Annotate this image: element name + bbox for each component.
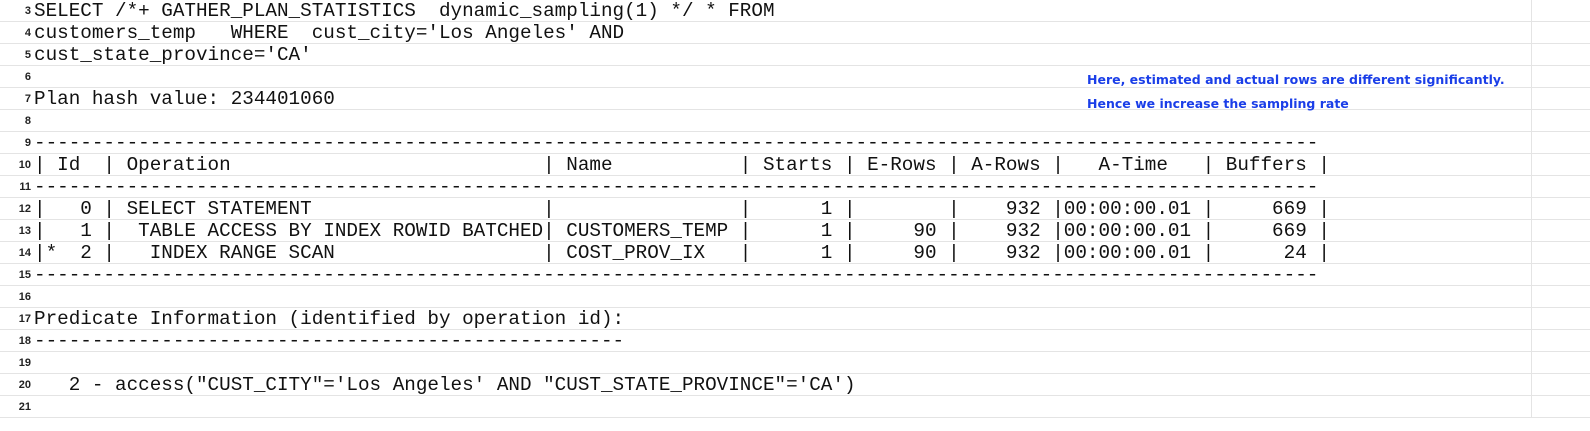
sheet-row[interactable]: 4 customers_temp WHERE cust_city='Los An…	[0, 22, 1590, 44]
row-number: 11	[19, 181, 31, 193]
row-number: 20	[18, 379, 31, 391]
sheet-row[interactable]: 17 Predicate Information (identified by …	[0, 308, 1590, 330]
cell[interactable]	[0, 88, 1532, 109]
plan-row: | 1 | TABLE ACCESS BY INDEX ROWID BATCHE…	[34, 220, 1330, 242]
cell[interactable]	[0, 330, 1532, 351]
sheet-row[interactable]: 8	[0, 110, 1590, 132]
plan-row: | 0 | SELECT STATEMENT | | 1 | | 932 |00…	[34, 198, 1330, 220]
sheet-row[interactable]: 13 | 1 | TABLE ACCESS BY INDEX ROWID BAT…	[0, 220, 1590, 242]
predicate-separator: ----------------------------------------…	[34, 330, 625, 352]
sheet-row[interactable]: 10 | Id | Operation | Name | Starts | E-…	[0, 154, 1590, 176]
sheet-row[interactable]: 12 | 0 | SELECT STATEMENT | | 1 | | 932 …	[0, 198, 1590, 220]
row-number: 16	[18, 291, 31, 303]
cell[interactable]	[0, 242, 1532, 263]
sheet-row[interactable]: 15 -------------------------------------…	[0, 264, 1590, 286]
predicate-title: Predicate Information (identified by ope…	[34, 308, 625, 330]
sheet-row[interactable]: 6	[0, 66, 1590, 88]
cell[interactable]	[0, 44, 1532, 65]
cell[interactable]	[0, 286, 1532, 307]
row-number: 13	[18, 225, 31, 237]
sheet-row[interactable]: 5 cust_state_province='CA'	[0, 44, 1590, 66]
cell[interactable]	[0, 0, 1532, 21]
sheet-row[interactable]: 9 --------------------------------------…	[0, 132, 1590, 154]
cell[interactable]	[0, 176, 1532, 197]
sheet-row[interactable]: 3 SELECT /*+ GATHER_PLAN_STATISTICS dyna…	[0, 0, 1590, 22]
plan-separator: ----------------------------------------…	[34, 176, 1319, 198]
row-number: 21	[18, 401, 31, 413]
annotation-note-line-1: Here, estimated and actual rows are diff…	[1087, 72, 1505, 87]
cell[interactable]	[0, 220, 1532, 241]
sheet-row[interactable]: 16	[0, 286, 1590, 308]
plan-hash-line: Plan hash value: 234401060	[34, 88, 335, 110]
plan-header: | Id | Operation | Name | Starts | E-Row…	[34, 154, 1330, 176]
cell[interactable]	[0, 66, 1532, 87]
plan-row: |* 2 | INDEX RANGE SCAN | COST_PROV_IX |…	[34, 242, 1330, 264]
sql-line: SELECT /*+ GATHER_PLAN_STATISTICS dynami…	[34, 0, 775, 22]
sheet-row[interactable]: 14 |* 2 | INDEX RANGE SCAN | COST_PROV_I…	[0, 242, 1590, 264]
row-number: 12	[18, 203, 31, 215]
row-number: 4	[24, 27, 31, 39]
sql-line: customers_temp WHERE cust_city='Los Ange…	[34, 22, 625, 44]
row-number: 19	[18, 357, 31, 369]
sheet-row[interactable]: 18 -------------------------------------…	[0, 330, 1590, 352]
sheet-row[interactable]: 7 Plan hash value: 234401060	[0, 88, 1590, 110]
row-number: 17	[18, 313, 31, 325]
sheet-row[interactable]: 21	[0, 396, 1590, 418]
cell[interactable]	[0, 374, 1532, 395]
cell[interactable]	[0, 264, 1532, 285]
row-number: 9	[24, 137, 31, 149]
row-number: 15	[18, 269, 31, 281]
row-number: 6	[24, 71, 31, 83]
row-number: 3	[24, 5, 31, 17]
sheet-row[interactable]: 11 -------------------------------------…	[0, 176, 1590, 198]
row-number: 8	[24, 115, 31, 127]
row-number: 5	[24, 49, 31, 61]
cell[interactable]	[0, 396, 1532, 417]
cell[interactable]	[0, 154, 1532, 175]
row-number: 18	[18, 335, 31, 347]
row-number: 10	[18, 159, 31, 171]
sheet-row[interactable]: 20 2 - access("CUST_CITY"='Los Angeles' …	[0, 374, 1590, 396]
plan-separator: ----------------------------------------…	[34, 132, 1319, 154]
predicate-line: 2 - access("CUST_CITY"='Los Angeles' AND…	[34, 374, 856, 396]
cell[interactable]	[0, 352, 1532, 373]
cell[interactable]	[0, 308, 1532, 329]
plan-separator: ----------------------------------------…	[34, 264, 1319, 286]
cell[interactable]	[0, 110, 1532, 131]
sql-line: cust_state_province='CA'	[34, 44, 312, 66]
annotation-note-line-2: Hence we increase the sampling rate	[1087, 96, 1349, 111]
row-number: 7	[24, 93, 31, 105]
sheet-row[interactable]: 19	[0, 352, 1590, 374]
cell[interactable]	[0, 198, 1532, 219]
cell[interactable]	[0, 132, 1532, 153]
cell[interactable]	[0, 22, 1532, 43]
row-number: 14	[18, 247, 31, 259]
